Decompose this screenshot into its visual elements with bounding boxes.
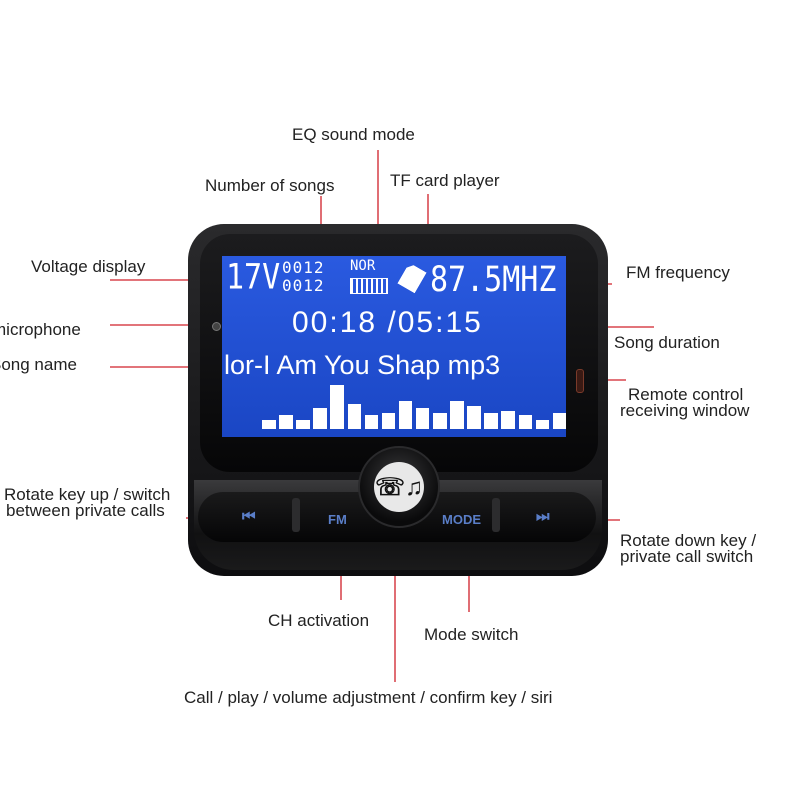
eq-bar <box>484 413 498 429</box>
frequency-readout: 87.5MHZ <box>430 260 557 301</box>
eq-bar <box>381 413 396 429</box>
song-count-bottom: 0012 <box>282 276 325 295</box>
label-eq-sound-mode: EQ sound mode <box>292 125 415 144</box>
eq-bar <box>330 385 344 429</box>
eq-bar <box>535 420 550 429</box>
label-call-play: Call / play / volume adjustment / confir… <box>184 688 553 707</box>
label-ch-activation: CH activation <box>268 611 370 630</box>
song-title-readout: lor-I Am You Shap mp3 <box>224 350 501 380</box>
eq-bar <box>467 406 481 429</box>
label-fm-frequency: FM frequency <box>626 263 730 282</box>
remote-receiver-window <box>576 369 584 393</box>
microphone-hole <box>212 322 221 331</box>
eq-bar <box>518 415 532 429</box>
eq-bar <box>347 404 361 429</box>
prev-key-button[interactable]: ⏮ <box>242 508 256 525</box>
eq-bar <box>501 411 515 429</box>
call-music-icon: ☏♫ <box>374 462 424 512</box>
fm-key-button[interactable]: FM <box>328 512 347 527</box>
ridge-left <box>292 498 300 532</box>
eq-bar <box>313 408 327 429</box>
eq-bar <box>552 413 566 429</box>
label-number-of-songs: Number of songs <box>205 176 335 195</box>
eq-mini-icon <box>350 278 388 294</box>
eq-bar <box>433 413 447 429</box>
eq-bar <box>279 415 293 429</box>
eq-bar <box>398 401 413 429</box>
next-key-button[interactable]: ⏭ <box>536 508 550 525</box>
lcd-screen: 17V 0012 0012 NOR 87.5MHZ 00:18 /05:15 l… <box>222 256 566 437</box>
song-count-top: 0012 <box>282 258 325 277</box>
label-song-name: Song name <box>0 355 77 374</box>
label-song-duration: Song duration <box>614 333 720 352</box>
label-microphone: microphone <box>0 320 81 339</box>
label-tf-card-player: TF card player <box>390 171 500 190</box>
label-voltage-display: Voltage display <box>31 257 146 276</box>
ridge-right <box>492 498 500 532</box>
label-mode-switch: Mode switch <box>424 625 519 644</box>
fm-transmitter-device: 17V 0012 0012 NOR 87.5MHZ 00:18 /05:15 l… <box>188 224 608 576</box>
eq-bar <box>296 420 310 429</box>
voltage-readout: 17V <box>226 257 281 298</box>
label-remote-line2: receiving window <box>620 401 750 420</box>
eq-bar <box>262 420 276 429</box>
label-rotate-down-line2: private call switch <box>620 547 754 566</box>
eq-bar <box>364 415 379 429</box>
label-rotate-up-line1: Rotate key up / switch <box>4 485 171 504</box>
eq-bar <box>450 401 464 429</box>
eq-spectrum <box>222 256 566 437</box>
mode-key-button[interactable]: MODE <box>442 512 481 527</box>
label-rotate-down-line1: Rotate down key / <box>620 531 757 550</box>
eq-mode-readout: NOR <box>350 258 376 274</box>
eq-bar <box>415 408 430 429</box>
time-readout: 00:18 /05:15 <box>292 306 483 339</box>
label-remote-line1: Remote control <box>628 385 744 404</box>
label-rotate-up-line2: between private calls <box>6 501 165 520</box>
center-knob-button[interactable]: ☏♫ <box>358 446 440 528</box>
